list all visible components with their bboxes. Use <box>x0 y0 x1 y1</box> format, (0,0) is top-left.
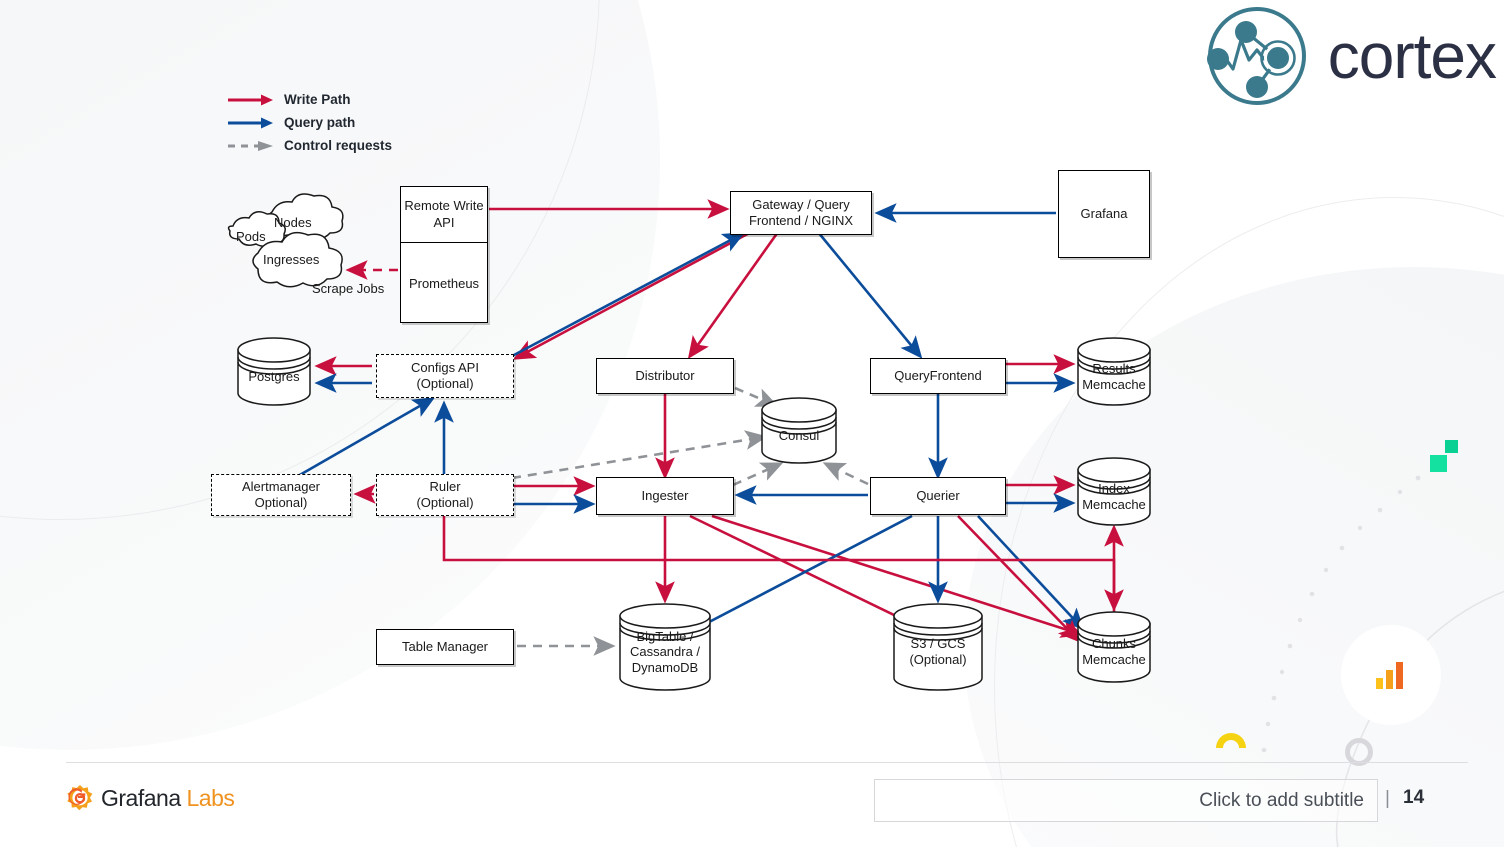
node-ruler[interactable]: Ruler (Optional) <box>376 474 514 516</box>
results-memcache-label-line1: Results <box>1092 360 1136 376</box>
cloud-label-pods: Pods <box>236 229 266 244</box>
legend-item-query-path: Query path <box>228 111 392 134</box>
node-prometheus-group[interactable]: Remote Write API Prometheus <box>400 186 488 323</box>
datastore-results-memcache: Results Memcache <box>1078 338 1150 405</box>
ruler-label-line1: Ruler <box>429 478 461 494</box>
legend-label-write-path: Write Path <box>284 92 351 107</box>
querier-label: Querier <box>916 487 960 503</box>
legend-swatch-control-requests <box>228 139 274 153</box>
grafana-labs-wordmark: Grafana Labs <box>101 784 235 811</box>
grafana-label: Grafana <box>1080 205 1128 221</box>
grafana-labs-logo: Grafana Labs <box>66 784 235 812</box>
cortex-wordmark: cortex <box>1327 20 1497 92</box>
grafana-logo-icon <box>67 785 93 811</box>
legend-item-write-path: Write Path <box>228 88 392 111</box>
configs-api-label-line2: (Optional) <box>416 376 474 391</box>
dashed-arrow-right-icon <box>228 140 273 151</box>
cloud-label-nodes: Nodes <box>274 215 312 230</box>
gateway-label-line2: Frontend / NGINX <box>748 213 854 228</box>
node-remote-write-api[interactable]: Remote Write API <box>401 187 487 243</box>
chunks-memcache-label-line1: Chunks <box>1091 636 1137 652</box>
node-grafana[interactable]: Grafana <box>1058 170 1150 258</box>
legend-label-control-requests: Control requests <box>284 138 393 153</box>
node-querier[interactable]: Querier <box>870 477 1006 515</box>
arrow-right-icon <box>228 117 273 128</box>
bigtable-label-line3: DynamoDB <box>631 659 699 675</box>
index-memcache-label-line2: Memcache <box>1082 496 1146 512</box>
node-prometheus[interactable]: Prometheus <box>401 243 487 323</box>
cloud-label-ingresses: Ingresses <box>263 252 320 267</box>
ingester-label: Ingester <box>641 487 689 503</box>
legend-swatch-query-path <box>228 116 274 130</box>
arrow-right-icon <box>228 94 273 105</box>
configs-api-label-line1: Configs API <box>411 359 479 375</box>
grafana-word: Grafana <box>101 784 181 811</box>
gateway-label-line1: Gateway / Query <box>752 196 850 212</box>
cortex-logo: cortex <box>1200 4 1497 108</box>
datastore-s3-gcs: S3 / GCS (Optional) <box>894 604 982 690</box>
s3-gcs-label-line2: (Optional) <box>909 652 967 667</box>
chunks-memcache-label-line2: Memcache <box>1082 652 1146 667</box>
index-memcache-label-line1: Index <box>1098 480 1130 496</box>
table-manager-label: Table Manager <box>402 638 488 654</box>
labs-word: Labs <box>180 784 235 811</box>
ruler-label-line2: (Optional) <box>416 495 474 510</box>
node-query-frontend[interactable]: QueryFrontend <box>870 358 1006 394</box>
node-table-manager[interactable]: Table Manager <box>376 629 514 665</box>
datastore-bigtable-cassandra-dynamodb: BigTable / Cassandra / DynamoDB <box>620 604 710 690</box>
subtitle-placeholder-text: Click to add subtitle <box>1199 789 1364 811</box>
cortex-mark-icon <box>1206 7 1306 105</box>
distributor-label: Distributor <box>635 367 695 383</box>
legend: Write Path Query path Control requests <box>228 88 392 157</box>
legend-label-query-path: Query path <box>284 115 356 130</box>
subtitle-placeholder-box[interactable]: Click to add subtitle <box>874 779 1378 822</box>
s3-gcs-label-line1: S3 / GCS <box>910 636 966 652</box>
postgres-label: Postgres <box>248 368 300 384</box>
footer-divider <box>66 762 1468 763</box>
legend-item-control-requests: Control requests <box>228 134 392 157</box>
bigtable-label-line1: BigTable / <box>636 628 694 644</box>
remote-write-api-label-line2: API <box>433 214 455 230</box>
query-frontend-label: QueryFrontend <box>894 367 982 383</box>
bigtable-label-line2: Cassandra / <box>629 644 701 660</box>
remote-write-api-label-line1: Remote Write <box>404 198 484 214</box>
page-separator: | <box>1385 788 1390 809</box>
prometheus-label: Prometheus <box>408 275 480 291</box>
legend-swatch-write-path <box>228 93 274 107</box>
consul-label: Consul <box>778 427 820 443</box>
annotation-scrape-jobs: Scrape Jobs <box>312 281 385 296</box>
node-gateway-query-frontend-nginx[interactable]: Gateway / Query Frontend / NGINX <box>730 191 872 235</box>
node-ingester[interactable]: Ingester <box>596 477 734 515</box>
node-configs-api[interactable]: Configs API (Optional) <box>376 354 514 398</box>
datastore-postgres: Postgres <box>238 338 310 405</box>
alertmanager-label-line2: Optional) <box>254 495 308 510</box>
page-number: 14 <box>1403 787 1425 808</box>
node-distributor[interactable]: Distributor <box>596 358 734 394</box>
node-alertmanager[interactable]: Alertmanager Optional) <box>211 474 351 516</box>
datastore-chunks-memcache: Chunks Memcache <box>1078 612 1150 682</box>
alertmanager-label-line1: Alertmanager <box>241 478 321 494</box>
datastore-consul: Consul <box>762 398 836 463</box>
results-memcache-label-line2: Memcache <box>1082 376 1146 392</box>
datastore-index-memcache: Index Memcache <box>1078 458 1150 525</box>
